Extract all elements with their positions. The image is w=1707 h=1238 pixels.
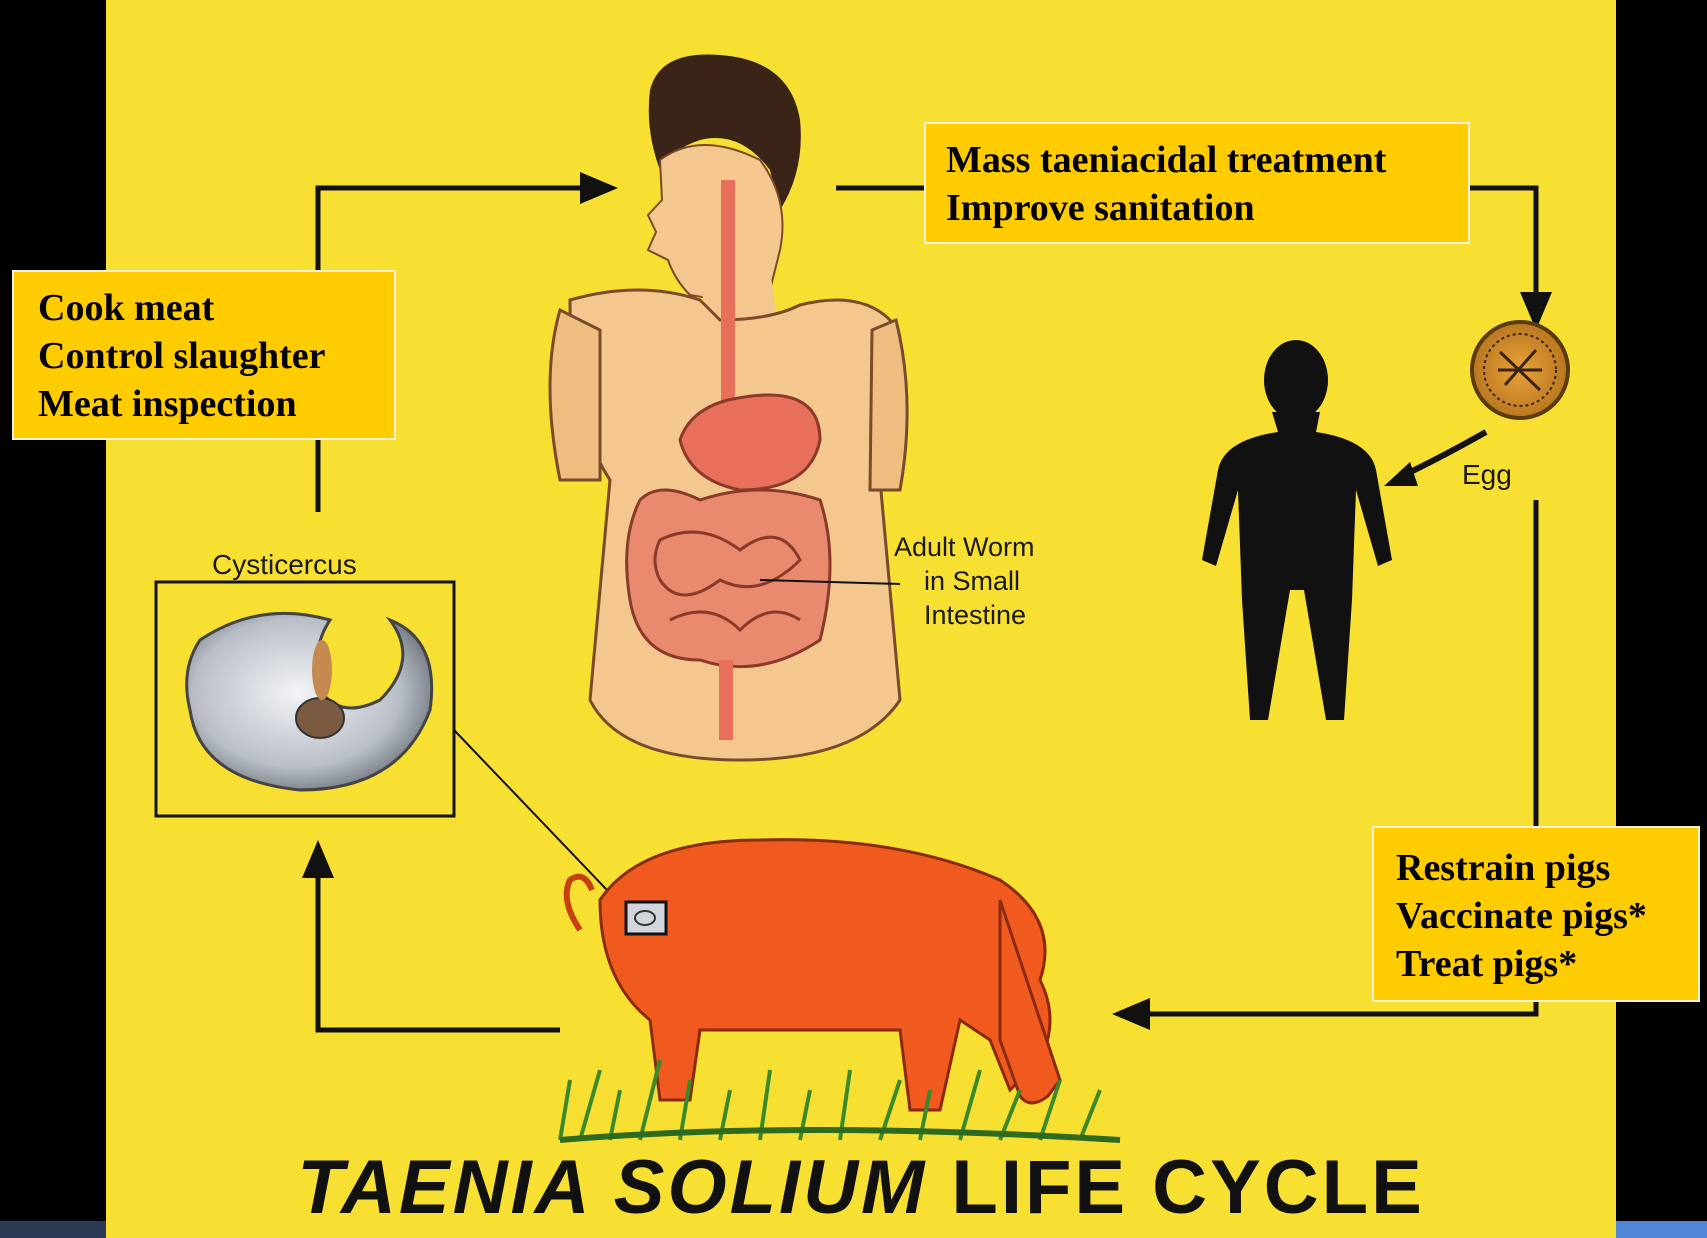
callout-line: Control slaughter	[38, 332, 394, 380]
diagram-title: TAENIA SOLIUM LIFE CYCLE	[106, 1146, 1616, 1230]
egg-drawing	[1472, 322, 1568, 418]
callout-line: Cook meat	[38, 284, 394, 332]
callout-line: Vaccinate pigs*	[1396, 892, 1698, 940]
callout-line: Improve sanitation	[946, 184, 1468, 232]
callout-line: Meat inspection	[38, 380, 394, 428]
label-line: in Small	[894, 564, 1035, 598]
title-species: TAENIA SOLIUM	[297, 1145, 927, 1230]
slide-header-cut-off	[106, 0, 1616, 6]
label-egg: Egg	[1462, 458, 1512, 492]
title-rest: LIFE CYCLE	[927, 1145, 1424, 1230]
label-line: Intestine	[894, 598, 1035, 632]
callout-line: Treat pigs*	[1396, 940, 1698, 988]
callout-pigs: Restrain pigs Vaccinate pigs* Treat pigs…	[1372, 826, 1700, 1002]
label-cysticercus: Cysticercus	[212, 548, 357, 582]
label-adult-worm: Adult Worm in Small Intestine	[894, 530, 1035, 632]
callout-cook-meat: Cook meat Control slaughter Meat inspect…	[12, 270, 396, 440]
callout-mass-treatment: Mass taeniacidal treatment Improve sanit…	[924, 122, 1470, 244]
callout-line: Mass taeniacidal treatment	[946, 136, 1468, 184]
pig-cyst-marker	[626, 902, 666, 934]
callout-line: Restrain pigs	[1396, 844, 1698, 892]
label-line: Adult Worm	[894, 530, 1035, 564]
